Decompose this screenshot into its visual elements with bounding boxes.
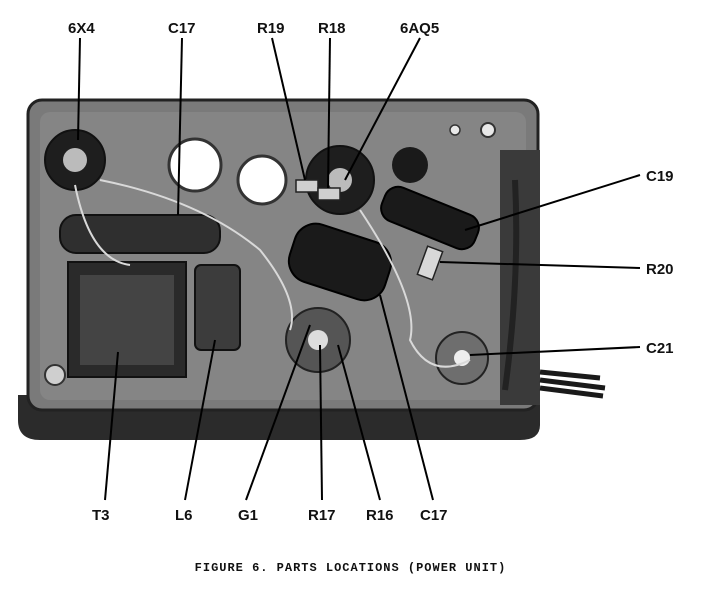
chassis-hole <box>167 137 223 193</box>
capacitor-c17-lower <box>287 222 393 302</box>
label-6x4: 6X4 <box>68 20 95 37</box>
resistor-r18 <box>317 187 341 201</box>
chassis-hole <box>236 154 288 206</box>
label-r16: R16 <box>366 507 394 524</box>
capacitor-c19 <box>380 185 480 251</box>
resistor-r19 <box>295 179 319 193</box>
label-c21: C21 <box>646 340 674 357</box>
cable-bundle <box>539 369 606 399</box>
label-g1: G1 <box>238 507 258 524</box>
label-c19: C19 <box>646 168 674 185</box>
label-6aq5: 6AQ5 <box>400 20 439 37</box>
label-c17-bottom: C17 <box>420 507 448 524</box>
screw <box>44 364 66 386</box>
screw <box>449 124 461 136</box>
label-r17: R17 <box>308 507 336 524</box>
label-r19: R19 <box>257 20 285 37</box>
label-t3: T3 <box>92 507 110 524</box>
label-c17-top: C17 <box>168 20 196 37</box>
power-unit-photo: 6X4 C17 R19 R18 6AQ5 C19 R20 C21 T3 L6 G… <box>18 20 674 524</box>
resistor-r20 <box>416 245 444 281</box>
label-r18: R18 <box>318 20 346 37</box>
wiring <box>74 179 471 368</box>
chassis-hole <box>392 147 428 183</box>
screw <box>480 122 496 138</box>
label-l6: L6 <box>175 507 193 524</box>
side-cable <box>502 179 520 391</box>
figure-caption: FIGURE 6. PARTS LOCATIONS (POWER UNIT) <box>194 561 507 575</box>
choke-l6 <box>194 264 241 351</box>
capacitor-c17-upper <box>59 214 221 254</box>
label-r20: R20 <box>646 261 674 278</box>
leader-lines <box>77 37 641 501</box>
